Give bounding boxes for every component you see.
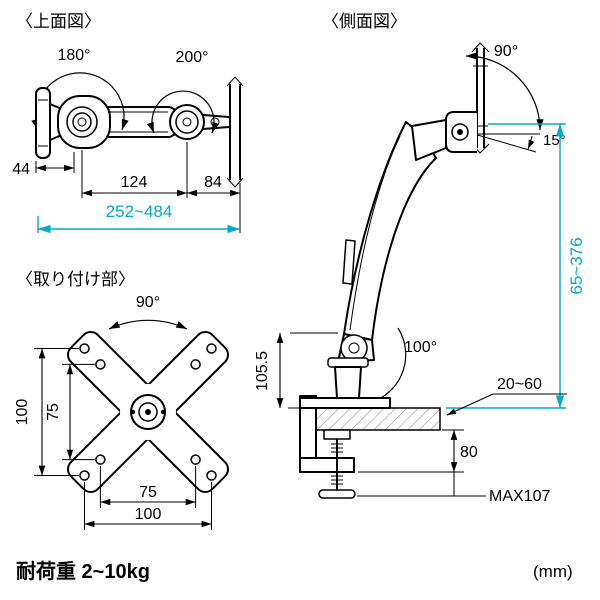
- dim-84-label: 84: [204, 174, 222, 191]
- tilt-ray: [473, 133, 537, 153]
- angle-180-label: 180°: [57, 47, 90, 64]
- break-mark: [226, 76, 244, 87]
- rotation-arc-90: [108, 319, 188, 330]
- dim-reach-label: 252~484: [106, 202, 173, 221]
- riser-post: [334, 366, 362, 399]
- angle-90-label: 90°: [494, 43, 518, 60]
- dim-100v-label: 100: [14, 399, 31, 426]
- elbow-joint: [340, 334, 368, 362]
- riser-collar: [327, 357, 369, 368]
- desk-section: [311, 407, 441, 431]
- clamp-bottom-arm: [299, 457, 355, 473]
- dim-105-label: 105.5: [254, 351, 271, 391]
- tilt-arc-15: [527, 135, 535, 150]
- footer: 耐荷重 2~10kg (mm): [16, 559, 573, 583]
- clamp-pad: [323, 429, 351, 440]
- dim-max107-label: MAX107: [489, 488, 550, 505]
- mount-view: 〈取り付け部〉 90° 100 75: [14, 270, 230, 530]
- angle-rotation-label: 90°: [136, 294, 160, 311]
- arm-detail-line: [349, 135, 401, 331]
- front-pivot-ring: [72, 112, 92, 132]
- dim-100h-label: 100: [135, 506, 162, 523]
- dim-124-label: 124: [121, 174, 148, 191]
- vesa-plate-top-view: [35, 87, 51, 159]
- tilt-arc-90: [465, 52, 544, 131]
- dim-75v-label: 75: [45, 403, 62, 421]
- angle-15-label: 15°: [543, 132, 566, 149]
- front-pivot-axis: [77, 117, 87, 127]
- side-view: 〈側面図〉 90° 15° 100°: [254, 12, 586, 505]
- dim-80-label: 80: [460, 444, 478, 461]
- break-mark: [226, 177, 244, 188]
- rear-link-axis: [210, 117, 220, 127]
- tilt-pivot-axis: [457, 129, 463, 135]
- head-link: [411, 119, 447, 161]
- screw-holes: [79, 343, 217, 481]
- rear-link-edge: [202, 126, 230, 130]
- screw-threads: [331, 443, 343, 485]
- top-view-title: 〈上面図〉: [16, 12, 101, 31]
- arm-latch: [342, 239, 356, 285]
- center-axis: [145, 409, 151, 415]
- break-mark: [471, 42, 490, 53]
- side-view-title: 〈側面図〉: [322, 12, 407, 31]
- mount-view-title: 〈取り付け部〉: [16, 270, 135, 289]
- dim-75h-label: 75: [139, 484, 157, 501]
- center-pin: [130, 409, 136, 415]
- rear-pivot-axis: [182, 117, 192, 127]
- angle-100-label: 100°: [404, 339, 437, 356]
- elbow-axis: [348, 342, 360, 354]
- rear-link-edge: [202, 114, 230, 118]
- rear-pivot-ring: [175, 110, 199, 134]
- angle-200-label: 200°: [175, 49, 208, 66]
- dim-desk-label: 20~60: [497, 376, 542, 393]
- leader-line: [446, 393, 494, 416]
- clamp-top-plate: [299, 397, 391, 409]
- dim-height-label: 65~376: [567, 237, 586, 294]
- center-pin: [160, 409, 166, 415]
- unit-label: (mm): [533, 562, 573, 581]
- load-capacity-label: 耐荷重 2~10kg: [16, 559, 150, 583]
- screw-handle: [318, 489, 356, 499]
- top-view: 〈上面図〉 180° 200°: [12, 12, 244, 234]
- dim-44-label: 44: [12, 161, 30, 178]
